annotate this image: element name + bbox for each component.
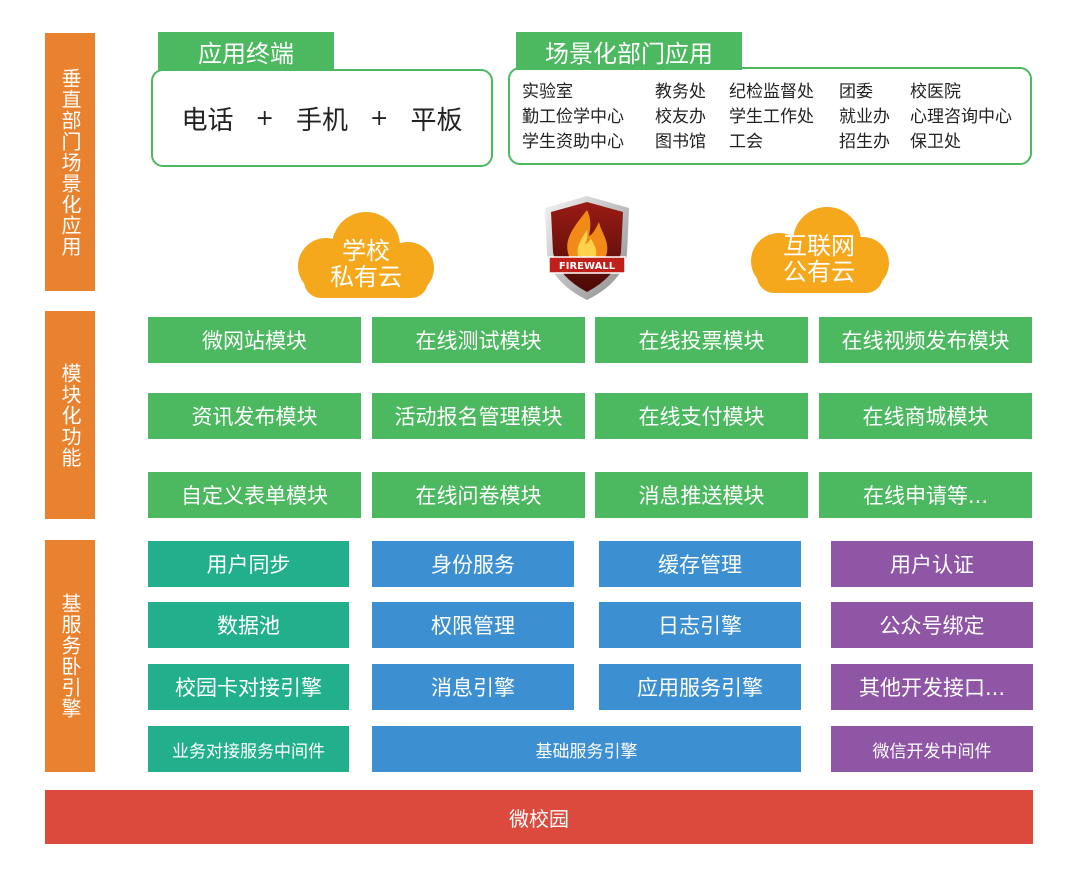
dept-item: 工会 (729, 132, 763, 152)
plus-sign: + (255, 105, 274, 131)
dept-item: 教务处 (655, 82, 706, 102)
engine-campus-card: 校园卡对接引擎 (148, 664, 349, 710)
module-news: 资讯发布模块 (148, 393, 361, 439)
plus-sign: + (370, 105, 389, 131)
private-cloud-line2: 私有云 (330, 263, 402, 291)
terminal-mobile: 手机 (295, 105, 348, 136)
engine-business-middleware: 业务对接服务中间件 (148, 726, 349, 772)
engine-message: 消息引擎 (372, 664, 574, 710)
engine-other-api: 其他开发接口... (831, 664, 1033, 710)
scene-col-2: 教务处 校友办 图书馆 (655, 80, 706, 155)
engine-cache: 缓存管理 (599, 541, 801, 587)
sidebar-base-engine: 基服务卧引擎 (45, 540, 95, 772)
module-questionnaire: 在线问卷模块 (372, 472, 585, 518)
public-cloud-line1: 互联网 (783, 232, 855, 260)
module-online-pay: 在线支付模块 (595, 393, 808, 439)
dept-item: 实验室 (522, 82, 573, 102)
scene-col-5: 校医院 心理咨询中心 保卫处 (910, 80, 1012, 155)
sidebar-vertical-label: 垂直部门场景化应用 (58, 67, 82, 257)
cloud-icon (751, 207, 889, 293)
public-cloud: 互联网 公有云 (745, 205, 893, 293)
firewall-label: FIREWALL (559, 261, 616, 272)
dept-item: 就业办 (839, 107, 890, 127)
engine-user-auth: 用户认证 (831, 541, 1033, 587)
private-cloud-line1: 学校 (342, 237, 390, 265)
engine-log: 日志引擎 (599, 602, 801, 648)
firewall-icon: FIREWALL (543, 194, 631, 302)
public-cloud-line2: 公有云 (783, 258, 855, 286)
dept-item: 校医院 (910, 82, 961, 102)
scene-col-3: 纪检监督处 学生工作处 工会 (729, 80, 814, 155)
module-online-mall: 在线商城模块 (819, 393, 1032, 439)
engine-identity: 身份服务 (372, 541, 574, 587)
dept-item: 保卫处 (910, 132, 961, 152)
engine-user-sync: 用户同步 (148, 541, 349, 587)
dept-item: 纪检监督处 (729, 82, 814, 102)
dept-item: 团委 (839, 82, 873, 102)
sidebar-modular: 模块化功能 (45, 311, 95, 519)
scene-col-4: 团委 就业办 招生办 (839, 80, 890, 155)
module-custom-form: 自定义表单模块 (148, 472, 361, 518)
module-push: 消息推送模块 (595, 472, 808, 518)
scene-frame (508, 67, 1032, 165)
module-online-apply: 在线申请等... (819, 472, 1032, 518)
module-online-test: 在线测试模块 (372, 317, 585, 363)
footer-micro-campus: 微校园 (45, 790, 1033, 844)
dept-item: 图书馆 (655, 132, 706, 152)
module-online-vote: 在线投票模块 (595, 317, 808, 363)
dept-item: 勤工俭学中心 (522, 107, 624, 127)
terminal-tab: 应用终端 (158, 32, 334, 70)
module-micro-site: 微网站模块 (148, 317, 361, 363)
dept-item: 学生工作处 (729, 107, 814, 127)
module-video-publish: 在线视频发布模块 (819, 317, 1032, 363)
dept-item: 学生资助中心 (522, 132, 624, 152)
scene-col-1: 实验室 勤工俭学中心 学生资助中心 (522, 80, 624, 155)
scene-tab: 场景化部门应用 (516, 32, 742, 70)
engine-permission: 权限管理 (372, 602, 574, 648)
sidebar-modular-label: 模块化功能 (58, 362, 82, 468)
dept-item: 招生办 (839, 132, 890, 152)
engine-official-account: 公众号绑定 (831, 602, 1033, 648)
terminal-tablet: 平板 (410, 105, 463, 136)
engine-wechat-middleware: 微信开发中间件 (831, 726, 1033, 772)
sidebar-base-label: 基服务卧引擎 (58, 593, 82, 719)
cloud-icon (298, 212, 434, 298)
engine-app-service: 应用服务引擎 (599, 664, 801, 710)
engine-base-service: 基础服务引擎 (372, 726, 801, 772)
terminal-frame: 电话 + 手机 + 平板 (151, 69, 493, 167)
sidebar-vertical-apps: 垂直部门场景化应用 (45, 33, 95, 291)
dept-item: 心理咨询中心 (910, 107, 1012, 127)
terminal-phone: 电话 (181, 105, 234, 136)
dept-item: 校友办 (655, 107, 706, 127)
module-event-signup: 活动报名管理模块 (372, 393, 585, 439)
private-cloud: 学校 私有云 (292, 210, 440, 298)
engine-data-pool: 数据池 (148, 602, 349, 648)
